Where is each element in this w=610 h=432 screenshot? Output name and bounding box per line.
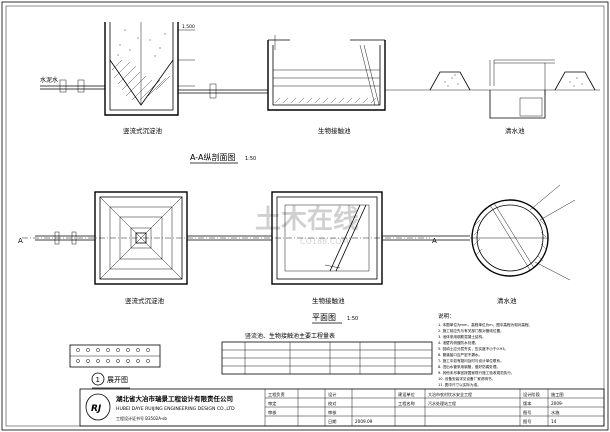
note-line: 1. 本图单位为mm，高程单位为m，图中高程为相对高程。 [438,322,532,327]
watermark-text: 土木在线 [255,205,359,235]
tb-r0c2: 设计 [328,391,336,398]
plan-title: 平面图 [312,313,336,322]
section-elev-1: 1.500 [182,24,195,30]
tb-stage-value: 施工图 [551,391,564,398]
note-line: 6. 管道接口应严密不漏水。 [438,352,482,357]
table-title: 竖流池、生物接触池主要工程量表 [245,332,335,340]
detail-number-circle [91,372,105,386]
tb-r1c2: 校对 [328,400,336,407]
plan-section-a-right: A [432,237,437,245]
plan-label-pond3: 清水池 [497,296,517,305]
notes-block: 说明： 1. 本图单位为mm，高程单位为m，图中高程为相对高程。 2. 施工前应… [438,312,532,387]
tb-sheet-value: 14 [551,419,557,424]
note-line: 7. 施工中如有疑问及时与设计单位联系。 [438,358,504,363]
plan-section-a-left: A [18,237,23,245]
quantity-table: 竖流池、生物接触池主要工程量表 [221,332,433,375]
note-line: 3. 池体采用钢筋混凝土结构。 [438,334,486,339]
watermark-en: CO188.COM [300,237,349,246]
section-label-pond2: 生物接触池 [318,126,351,135]
certificate: 工程设计证书号 B3502A-sb [116,415,167,421]
detail-number: 1 [96,376,100,384]
tb-r0c0: 工程负责 [268,391,285,398]
section-label-pond1: 竖流式沉淀池 [123,126,163,135]
section-scale: 1:50 [245,156,256,162]
tb-number-value: 水施 [551,409,560,416]
note-line: 10. 设备安装详见设备厂家说明书。 [438,376,495,381]
company-name-cn: 湖北省大冶市瑞景工程设计有限责任公司 [116,394,233,403]
company-name-en: HUBEI DAYE RUIJING ENGINEERING DESIGN CO… [116,406,235,412]
tb-project-value: 大冶市农村饮水安全工程 [428,391,472,397]
watermark: 土木在线 CO188.COM [255,205,359,246]
note-line: 11. 图中尺寸以实际为准。 [438,382,481,387]
section-label-pond3: 清水池 [505,126,525,135]
section-view: 水泥水 1.500 [40,22,600,164]
plan-view: A A [18,184,576,324]
tb-r1c0: 审定 [268,400,276,407]
tb-number-label: 图号 [523,410,531,416]
inflow-label: 水泥水 [40,76,58,84]
company-logo [85,393,111,421]
title-block: RJ 湖北省大冶市瑞景工程设计有限责任公司 HUBEI DAYE RUIJING… [79,388,605,427]
tb-r3c3: 2009.09 [355,419,373,424]
plan-label-pond1: 竖流式沉淀池 [125,296,165,305]
tb-version-label: 版本 [523,400,532,407]
plan-scale: 1:50 [347,316,358,322]
tb-version-value: 2009- [551,401,564,406]
tb-sheet-label: 图号 [523,419,531,425]
tb-drawing-label: 工程名称 [398,400,415,407]
detail-label: 展开图 [107,376,128,384]
notes-heading: 说明： [438,312,455,320]
plan-label-pond2: 生物接触池 [312,296,345,305]
detail-expanded-view: 1 展开图 [69,344,161,389]
tb-r2c2: 审核 [328,409,337,416]
tb-drawing-value: 污水处理站工程 [428,400,456,406]
logo-text: RJ [91,404,102,414]
section-title: A-A纵剖面图 [190,152,235,162]
tb-project-label: 建设单位 [398,391,415,398]
note-line: 2. 施工前应先与有关部门核对管线位置。 [438,328,504,333]
note-line: 4. 池壁内侧做防水处理。 [438,340,479,345]
tb-r3c2: 日期 [328,419,336,425]
note-line: 5. 回填土应分层夯实，压实度不小于0.93。 [438,346,508,351]
tb-r2c0: 审核 [268,409,277,416]
note-line: 9. 其他未尽事宜按国家现行施工验收规范执行。 [438,370,514,375]
tb-stage-label: 设计阶段 [523,391,541,398]
note-line: 8. 进出水管采用钢管，做好防腐处理。 [438,364,500,369]
